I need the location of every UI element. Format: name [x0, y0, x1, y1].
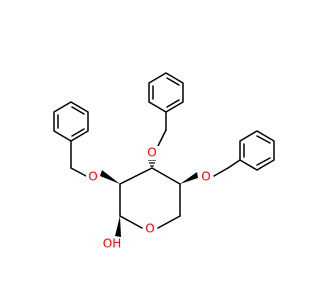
c4-benzyloxy — [180, 130, 275, 184]
benzene-ring-right — [239, 130, 275, 171]
bond-c3-c4 — [151, 167, 181, 185]
bond-ring-o-c1 — [119, 215, 143, 229]
c4-ether-oxygen-label: O — [201, 170, 210, 184]
ring-oxygen-label: O — [145, 222, 154, 236]
bond-o4-ch2 — [213, 167, 229, 177]
hydroxyl-label: OH — [103, 237, 121, 251]
pyranose-ring — [119, 167, 181, 229]
c3-ether-oxygen-label: O — [147, 146, 156, 160]
benzene-ring-top — [148, 72, 184, 113]
wedge-bond-c4-o — [180, 172, 198, 184]
bond-ch2-ring-right — [227, 159, 241, 169]
benzene-ring-left — [53, 101, 89, 142]
wedge-bond-c1-oh — [115, 216, 121, 237]
structure-canvas: O OH O O O — [53, 72, 275, 251]
c2-benzyloxy — [53, 101, 120, 184]
bond-o3-ch2 — [157, 129, 167, 147]
structure-diagram: O OH O O O — [53, 72, 275, 251]
bond-o2-ch2 — [70, 167, 87, 177]
bond-c5-ring-o — [157, 215, 181, 229]
c1-hydroxyl-bond — [115, 216, 121, 237]
bond-c2-c3 — [119, 167, 153, 185]
wedge-bond-c2-o — [100, 170, 120, 184]
atom-labels: O OH O O O — [86, 146, 213, 251]
c2-ether-oxygen-label: O — [88, 170, 97, 184]
